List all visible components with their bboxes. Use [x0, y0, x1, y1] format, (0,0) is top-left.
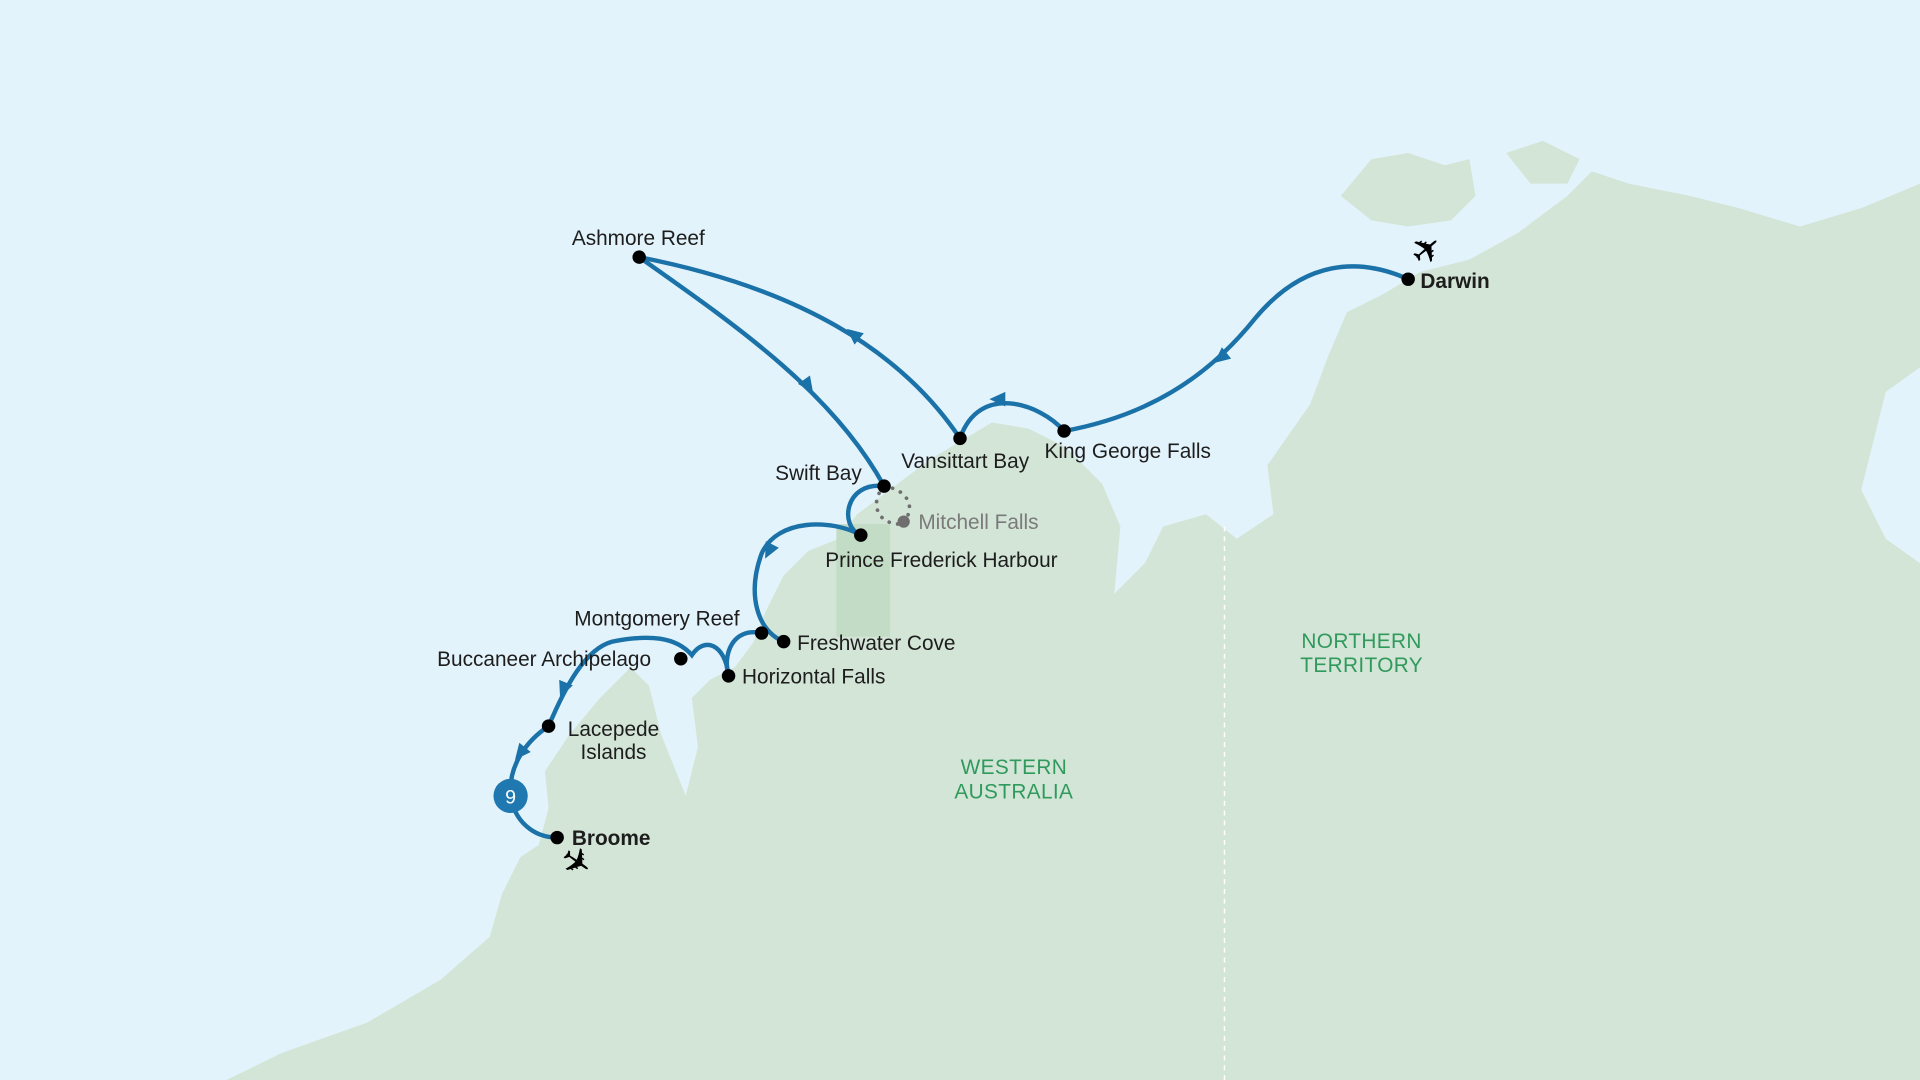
- excursion-dotted-path: [874, 484, 912, 526]
- mitchell-plateau-area: [836, 524, 891, 637]
- day-badge-number: 9: [505, 786, 516, 808]
- direction-arrow-icon: [515, 742, 531, 760]
- direction-arrow-icon: [846, 328, 864, 345]
- stop-marker-buccaneer-archipelago[interactable]: [674, 652, 688, 666]
- stop-label-buccaneer-archipelago: Buccaneer Archipelago: [437, 648, 651, 671]
- stop-marker-broome[interactable]: [550, 830, 564, 845]
- stop-markers: [541, 250, 1415, 845]
- stop-label-horizontal-falls: Horizontal Falls: [742, 665, 885, 688]
- stop-marker-darwin[interactable]: [1401, 272, 1415, 286]
- mainland-australia: [226, 171, 1920, 1080]
- tiwi-islands: [1340, 153, 1476, 227]
- stop-marker-vansittart-bay[interactable]: [953, 431, 967, 446]
- stop-marker-king-george-falls[interactable]: [1057, 424, 1071, 438]
- stop-label-ashmore-reef: Ashmore Reef: [572, 227, 705, 250]
- stop-label-swift-bay: Swift Bay: [775, 462, 862, 485]
- direction-arrow-icon: [559, 679, 573, 698]
- day-badge: 9: [493, 778, 528, 814]
- stop-label-broome: Broome: [572, 827, 651, 850]
- stop-label-vansittart-bay: Vansittart Bay: [901, 450, 1030, 473]
- coburg-peninsula: [1506, 140, 1580, 184]
- stop-label-montgomery-reef: Montgomery Reef: [574, 608, 740, 631]
- stop-marker-swift-bay[interactable]: [877, 479, 891, 493]
- stop-marker-lacepede-islands[interactable]: [541, 719, 556, 733]
- stop-marker-montgomery-reef[interactable]: [754, 626, 769, 640]
- direction-arrow-icon: [989, 391, 1006, 407]
- region-label-northern-territory: NORTHERN: [1301, 630, 1421, 653]
- region-label-western-australia-2: AUSTRALIA: [954, 780, 1073, 803]
- route-arrows: [515, 328, 1232, 760]
- direction-arrow-icon: [765, 541, 779, 559]
- direction-arrow-icon: [1214, 347, 1232, 363]
- stop-label-king-george-falls: King George Falls: [1044, 440, 1210, 463]
- stop-marker-ashmore-reef[interactable]: [632, 250, 646, 264]
- stop-label-darwin: Darwin: [1420, 270, 1489, 293]
- cruise-route: [508, 254, 1411, 840]
- stop-marker-horizontal-falls[interactable]: [721, 669, 736, 683]
- stop-label-lacepede-islands: Lacepede: [568, 718, 659, 741]
- stop-label-freshwater-cove: Freshwater Cove: [797, 632, 955, 655]
- region-label-western-australia: WESTERN: [961, 756, 1068, 779]
- stop-label-mitchell-falls: Mitchell Falls: [918, 511, 1038, 534]
- stop-marker-mitchell-falls[interactable]: [897, 515, 910, 528]
- stop-label-lacepede-islands-2: Islands: [581, 741, 647, 764]
- stop-label-prince-frederick-harbour: Prince Frederick Harbour: [825, 549, 1057, 572]
- stop-marker-freshwater-cove[interactable]: [776, 634, 791, 649]
- stop-marker-prince-frederick-harbour[interactable]: [854, 528, 868, 542]
- region-label-northern-territory-2: TERRITORY: [1300, 654, 1423, 677]
- direction-arrow-icon: [797, 375, 814, 393]
